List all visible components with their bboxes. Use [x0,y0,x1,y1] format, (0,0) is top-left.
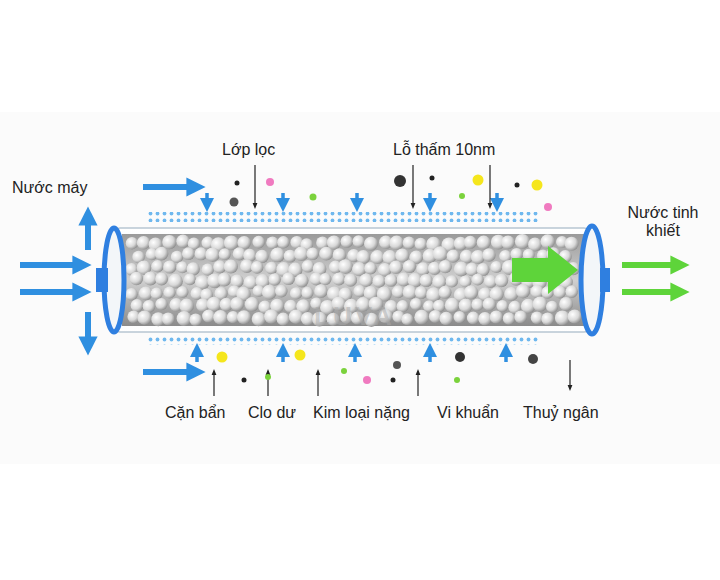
contaminant-label: Clo dư [248,404,296,422]
inlet-label: Nước máy [12,179,87,197]
outlet-label: Nước tinh khiết [624,204,702,241]
pore-label: Lỗ thấm 10nm [393,141,495,159]
watermark: LUVA [314,302,395,332]
contaminant-label: Cặn bẩn [165,404,226,422]
contaminant-label: Vi khuẩn [437,404,499,422]
contaminant-label: Thuỷ ngân [523,404,599,422]
layer-label: Lớp lọc [222,141,275,159]
contaminant-label: Kim loại nặng [313,404,410,422]
